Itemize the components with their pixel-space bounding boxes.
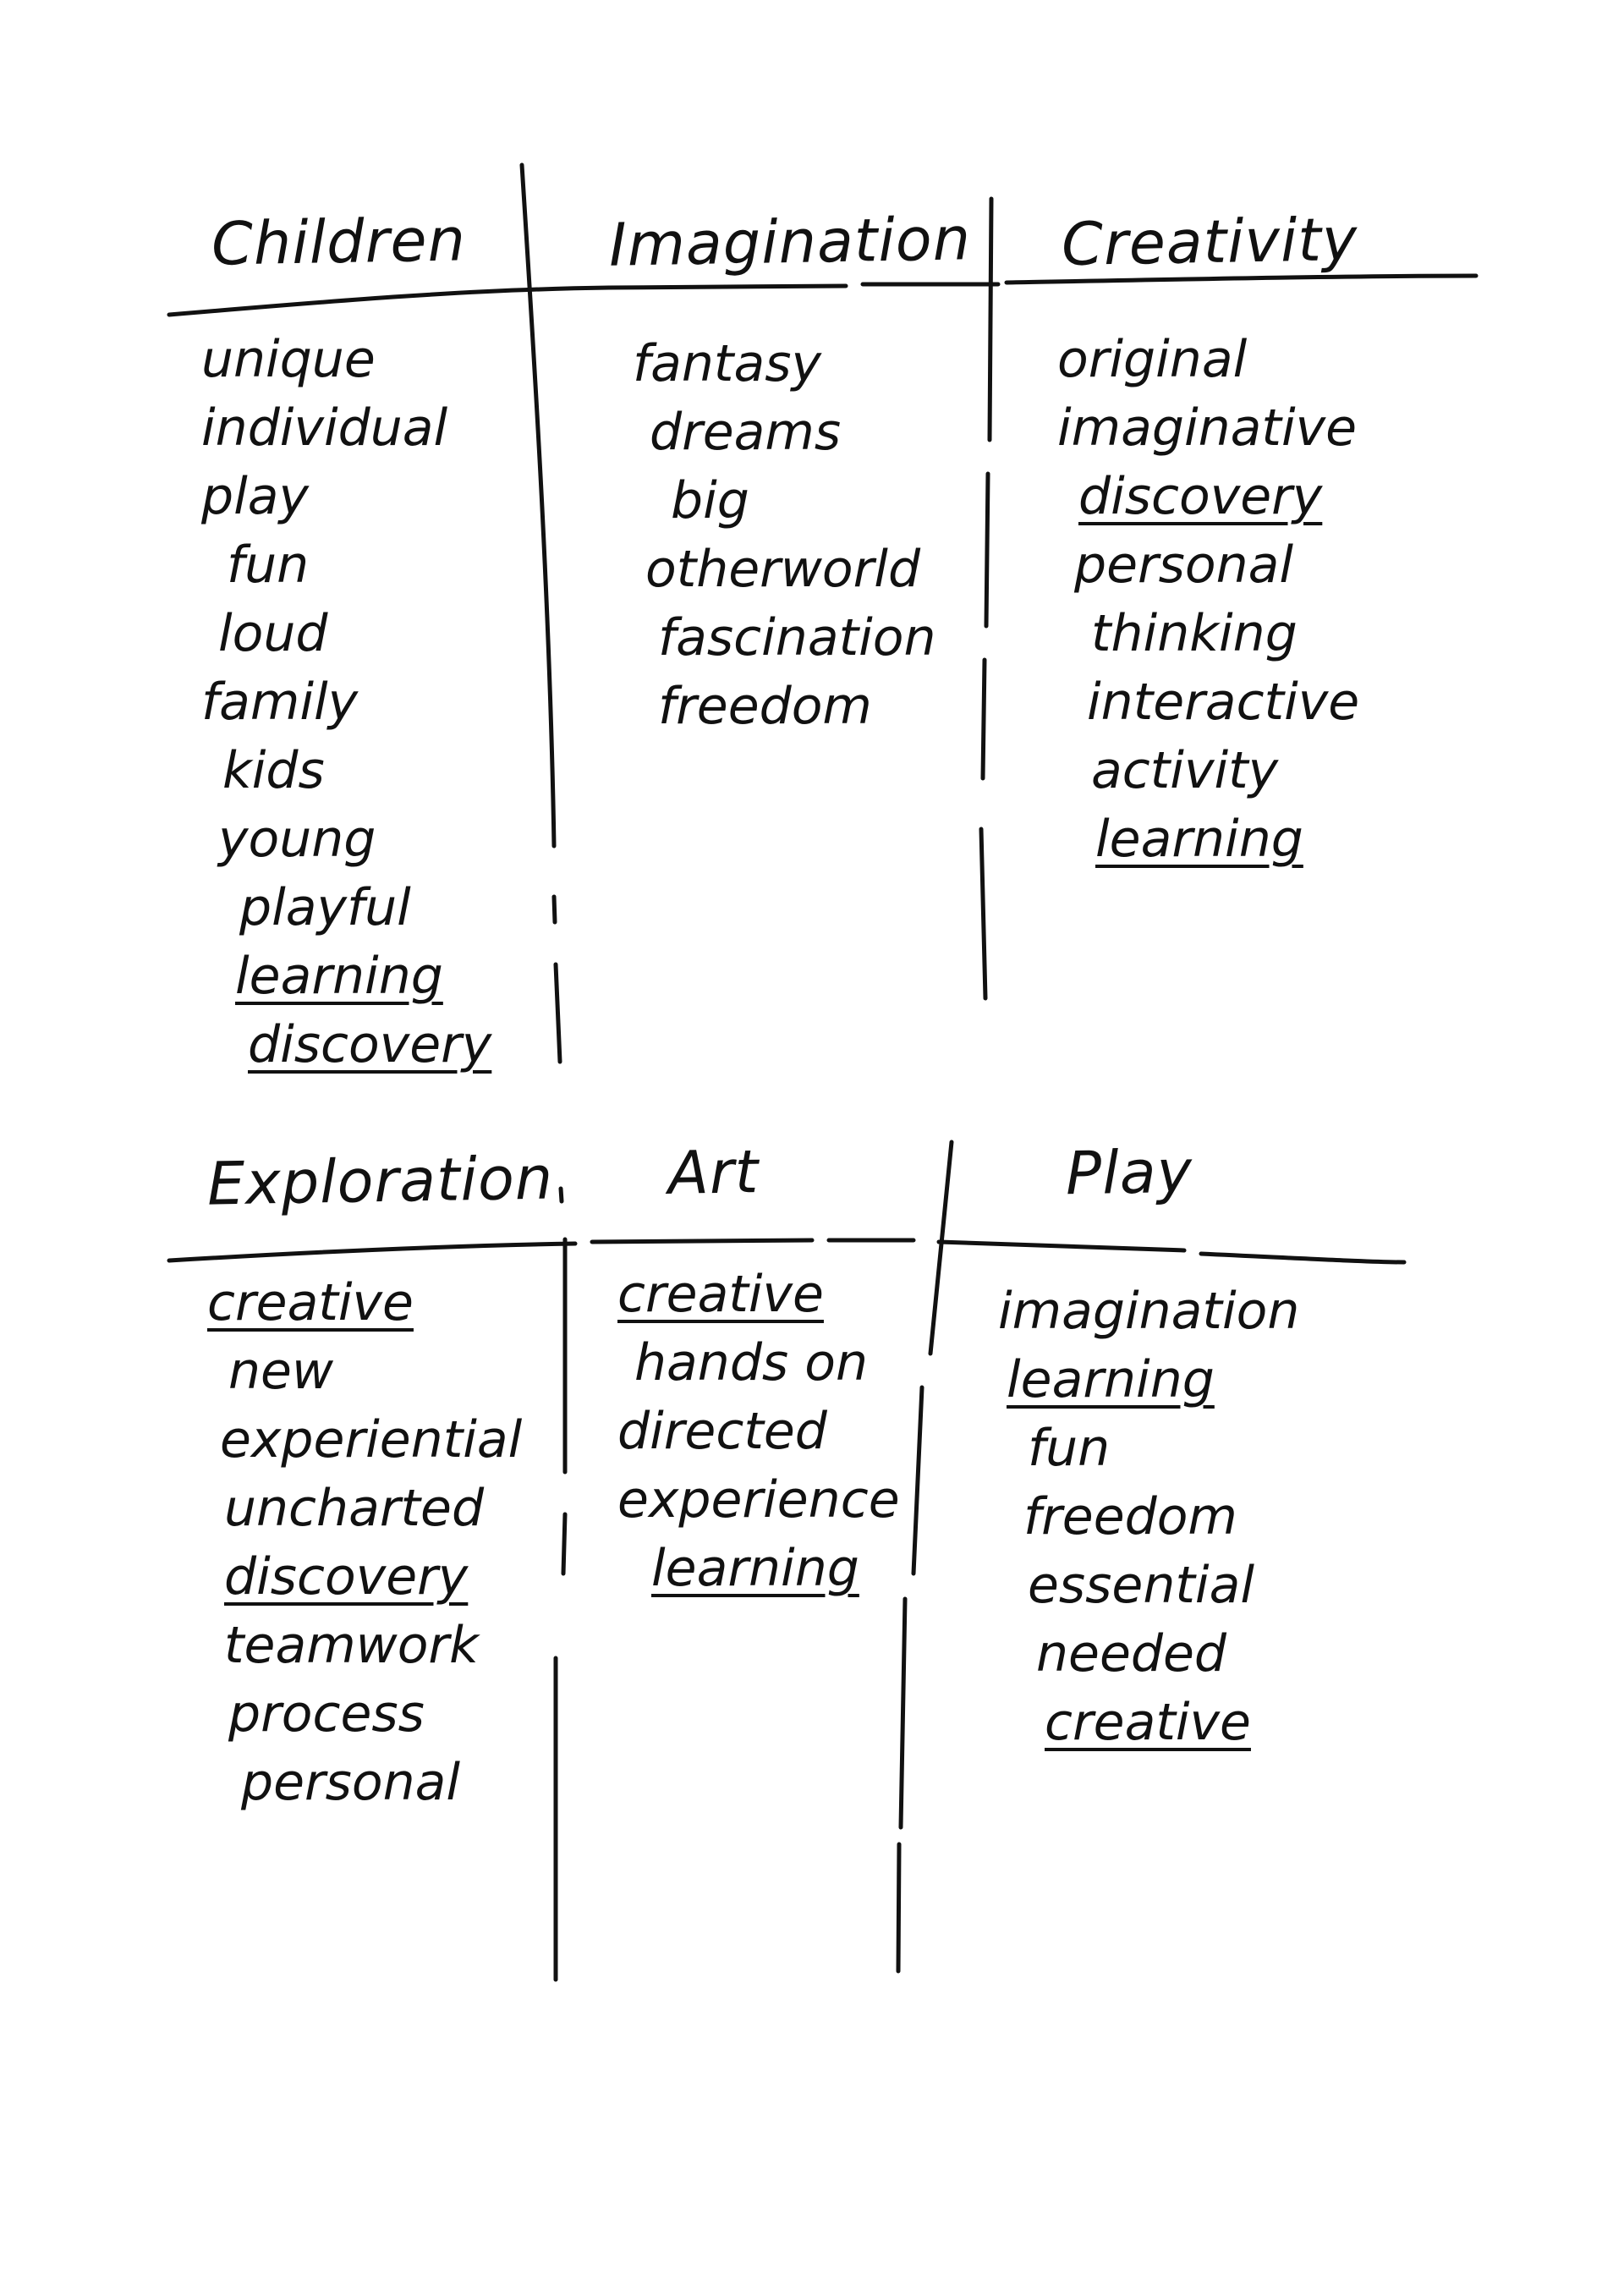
heading-art: Art <box>667 1137 760 1208</box>
list-item: loud <box>218 604 328 663</box>
list-item: otherworld <box>645 540 921 599</box>
bottom-divider-right <box>896 1140 954 1974</box>
list-item: imagination <box>998 1282 1300 1341</box>
list-item: directed <box>617 1402 827 1461</box>
list-item: discovery <box>224 1547 469 1607</box>
list-item: interactive <box>1087 673 1360 732</box>
list-children: unique individual play fun loud family k… <box>201 326 491 1079</box>
list-item: learning <box>1007 1350 1215 1409</box>
list-item: personal <box>241 1753 461 1812</box>
list-item: uncharted <box>224 1479 485 1538</box>
list-item: hands on <box>634 1333 868 1392</box>
list-item: process <box>228 1684 425 1744</box>
list-item: experiential <box>220 1410 523 1469</box>
list-art: creative hands on directed experience le… <box>617 1261 900 1603</box>
list-item: freedom <box>1023 1487 1237 1546</box>
top-divider-left <box>519 162 562 1064</box>
list-item: freedom <box>658 677 872 736</box>
list-item: playful <box>239 878 411 937</box>
list-item: teamwork <box>224 1616 479 1675</box>
list-item: learning <box>235 947 443 1006</box>
list-item: new <box>228 1342 334 1401</box>
list-item: original <box>1057 330 1248 389</box>
heading-play: Play <box>1065 1136 1193 1209</box>
list-item: individual <box>201 398 448 458</box>
list-item: dreams <box>650 403 842 462</box>
list-item: unique <box>201 330 376 389</box>
list-item: discovery <box>248 1015 492 1074</box>
list-item: fascination <box>658 608 936 667</box>
list-item: family <box>201 673 359 732</box>
list-item: personal <box>1074 536 1294 595</box>
list-item: play <box>201 467 310 526</box>
list-exploration: creative new experiential uncharted disc… <box>207 1269 522 1817</box>
list-item: experience <box>617 1470 900 1530</box>
list-item: needed <box>1036 1624 1226 1684</box>
list-play: imagination learning fun freedom essenti… <box>998 1277 1299 1757</box>
heading-children: Children <box>211 205 467 279</box>
list-item: learning <box>1095 810 1303 869</box>
list-item: activity <box>1091 741 1279 800</box>
top-horizontal-rule <box>167 273 1479 317</box>
list-item: creative <box>1045 1693 1251 1752</box>
list-item: young <box>218 810 376 869</box>
list-imagination: fantasy dreams big otherworld fascinatio… <box>633 330 936 741</box>
heading-exploration: Exploration <box>206 1143 554 1219</box>
list-item: creative <box>617 1265 824 1324</box>
list-item: fun <box>1028 1419 1111 1478</box>
list-item: fantasy <box>633 334 821 393</box>
list-item: fun <box>227 536 310 595</box>
heading-imagination: Imagination <box>608 204 972 280</box>
bottom-horizontal-rule <box>167 1238 1407 1265</box>
bottom-divider-left <box>553 1186 568 1982</box>
top-divider-right <box>979 196 994 1001</box>
list-item: kids <box>222 741 325 800</box>
list-item: learning <box>651 1539 859 1598</box>
list-creativity: original imaginative discovery personal … <box>1057 326 1359 874</box>
list-item: thinking <box>1091 604 1298 663</box>
list-item: discovery <box>1078 467 1323 526</box>
list-item: big <box>671 471 749 530</box>
heading-creativity: Creativity <box>1061 204 1358 280</box>
list-item: essential <box>1028 1556 1255 1615</box>
list-item: imaginative <box>1057 398 1358 458</box>
list-item: creative <box>207 1273 414 1332</box>
